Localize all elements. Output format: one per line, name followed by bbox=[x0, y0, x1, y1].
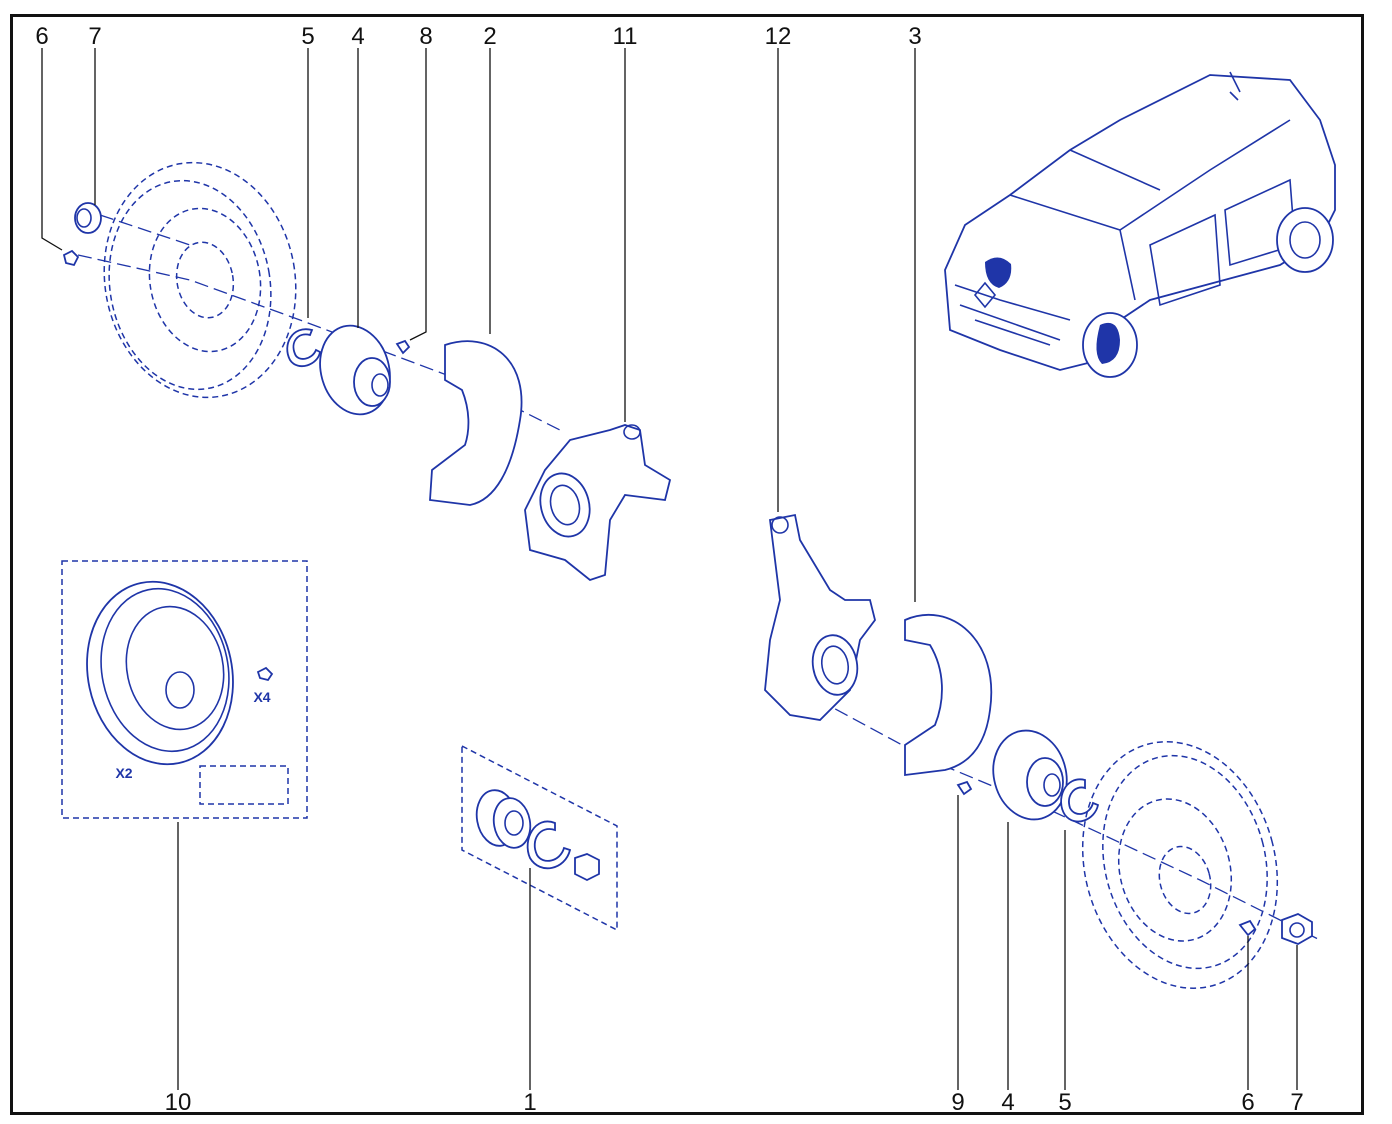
callout-6-top: 6 bbox=[35, 23, 48, 50]
disc-screw-right bbox=[1238, 919, 1257, 937]
callout-7-top: 7 bbox=[88, 23, 101, 50]
callout-11-top: 11 bbox=[613, 23, 638, 50]
callout-5-top: 5 bbox=[301, 23, 314, 50]
circlip-right bbox=[1060, 778, 1100, 823]
callout-2-top: 2 bbox=[483, 23, 496, 50]
diagram-frame bbox=[10, 14, 1364, 1115]
disc-quantity-label: X2 bbox=[115, 765, 132, 781]
steering-knuckle-right bbox=[764, 513, 876, 721]
callout-5-bottom: 5 bbox=[1058, 1089, 1071, 1116]
right-brake-disc bbox=[1081, 741, 1279, 989]
disc-kit-box: X2 X4 bbox=[61, 560, 308, 819]
callout-9-bottom: 9 bbox=[951, 1089, 964, 1116]
dust-shield-left bbox=[429, 340, 523, 506]
left-hub-assembly bbox=[62, 161, 672, 582]
callout-4-bottom: 4 bbox=[1001, 1089, 1014, 1116]
right-hub-assembly bbox=[764, 513, 1321, 989]
wheel-hub-right bbox=[992, 729, 1068, 821]
left-brake-disc bbox=[103, 161, 297, 399]
dust-shield-right bbox=[904, 614, 993, 777]
wheel-hub-left bbox=[319, 324, 391, 416]
screw-quantity-label: X4 bbox=[253, 689, 270, 705]
steering-knuckle-left bbox=[524, 424, 672, 582]
leader-lines bbox=[41, 48, 1298, 1090]
callout-3-top: 3 bbox=[908, 23, 921, 50]
callout-10-bottom: 10 bbox=[165, 1089, 192, 1116]
shield-screw-right bbox=[956, 780, 973, 796]
callout-4-top: 4 bbox=[351, 23, 364, 50]
callout-8-top: 8 bbox=[419, 23, 432, 50]
bearing-kit-box bbox=[461, 744, 618, 932]
callout-numbers: 6 7 5 4 8 2 11 12 3 10 1 9 4 5 6 7 bbox=[35, 23, 1303, 1116]
callout-1-bottom: 1 bbox=[523, 1089, 536, 1116]
callout-12-top: 12 bbox=[765, 23, 792, 50]
shield-screw-left bbox=[395, 339, 411, 355]
callout-6-bottom: 6 bbox=[1241, 1089, 1254, 1116]
disc-screw-left bbox=[62, 249, 80, 267]
vehicle-illustration bbox=[944, 71, 1336, 378]
hub-nut-left bbox=[74, 202, 102, 234]
circlip-left bbox=[286, 328, 321, 368]
callout-7-bottom: 7 bbox=[1290, 1089, 1303, 1116]
hub-nut-right bbox=[1281, 913, 1313, 945]
